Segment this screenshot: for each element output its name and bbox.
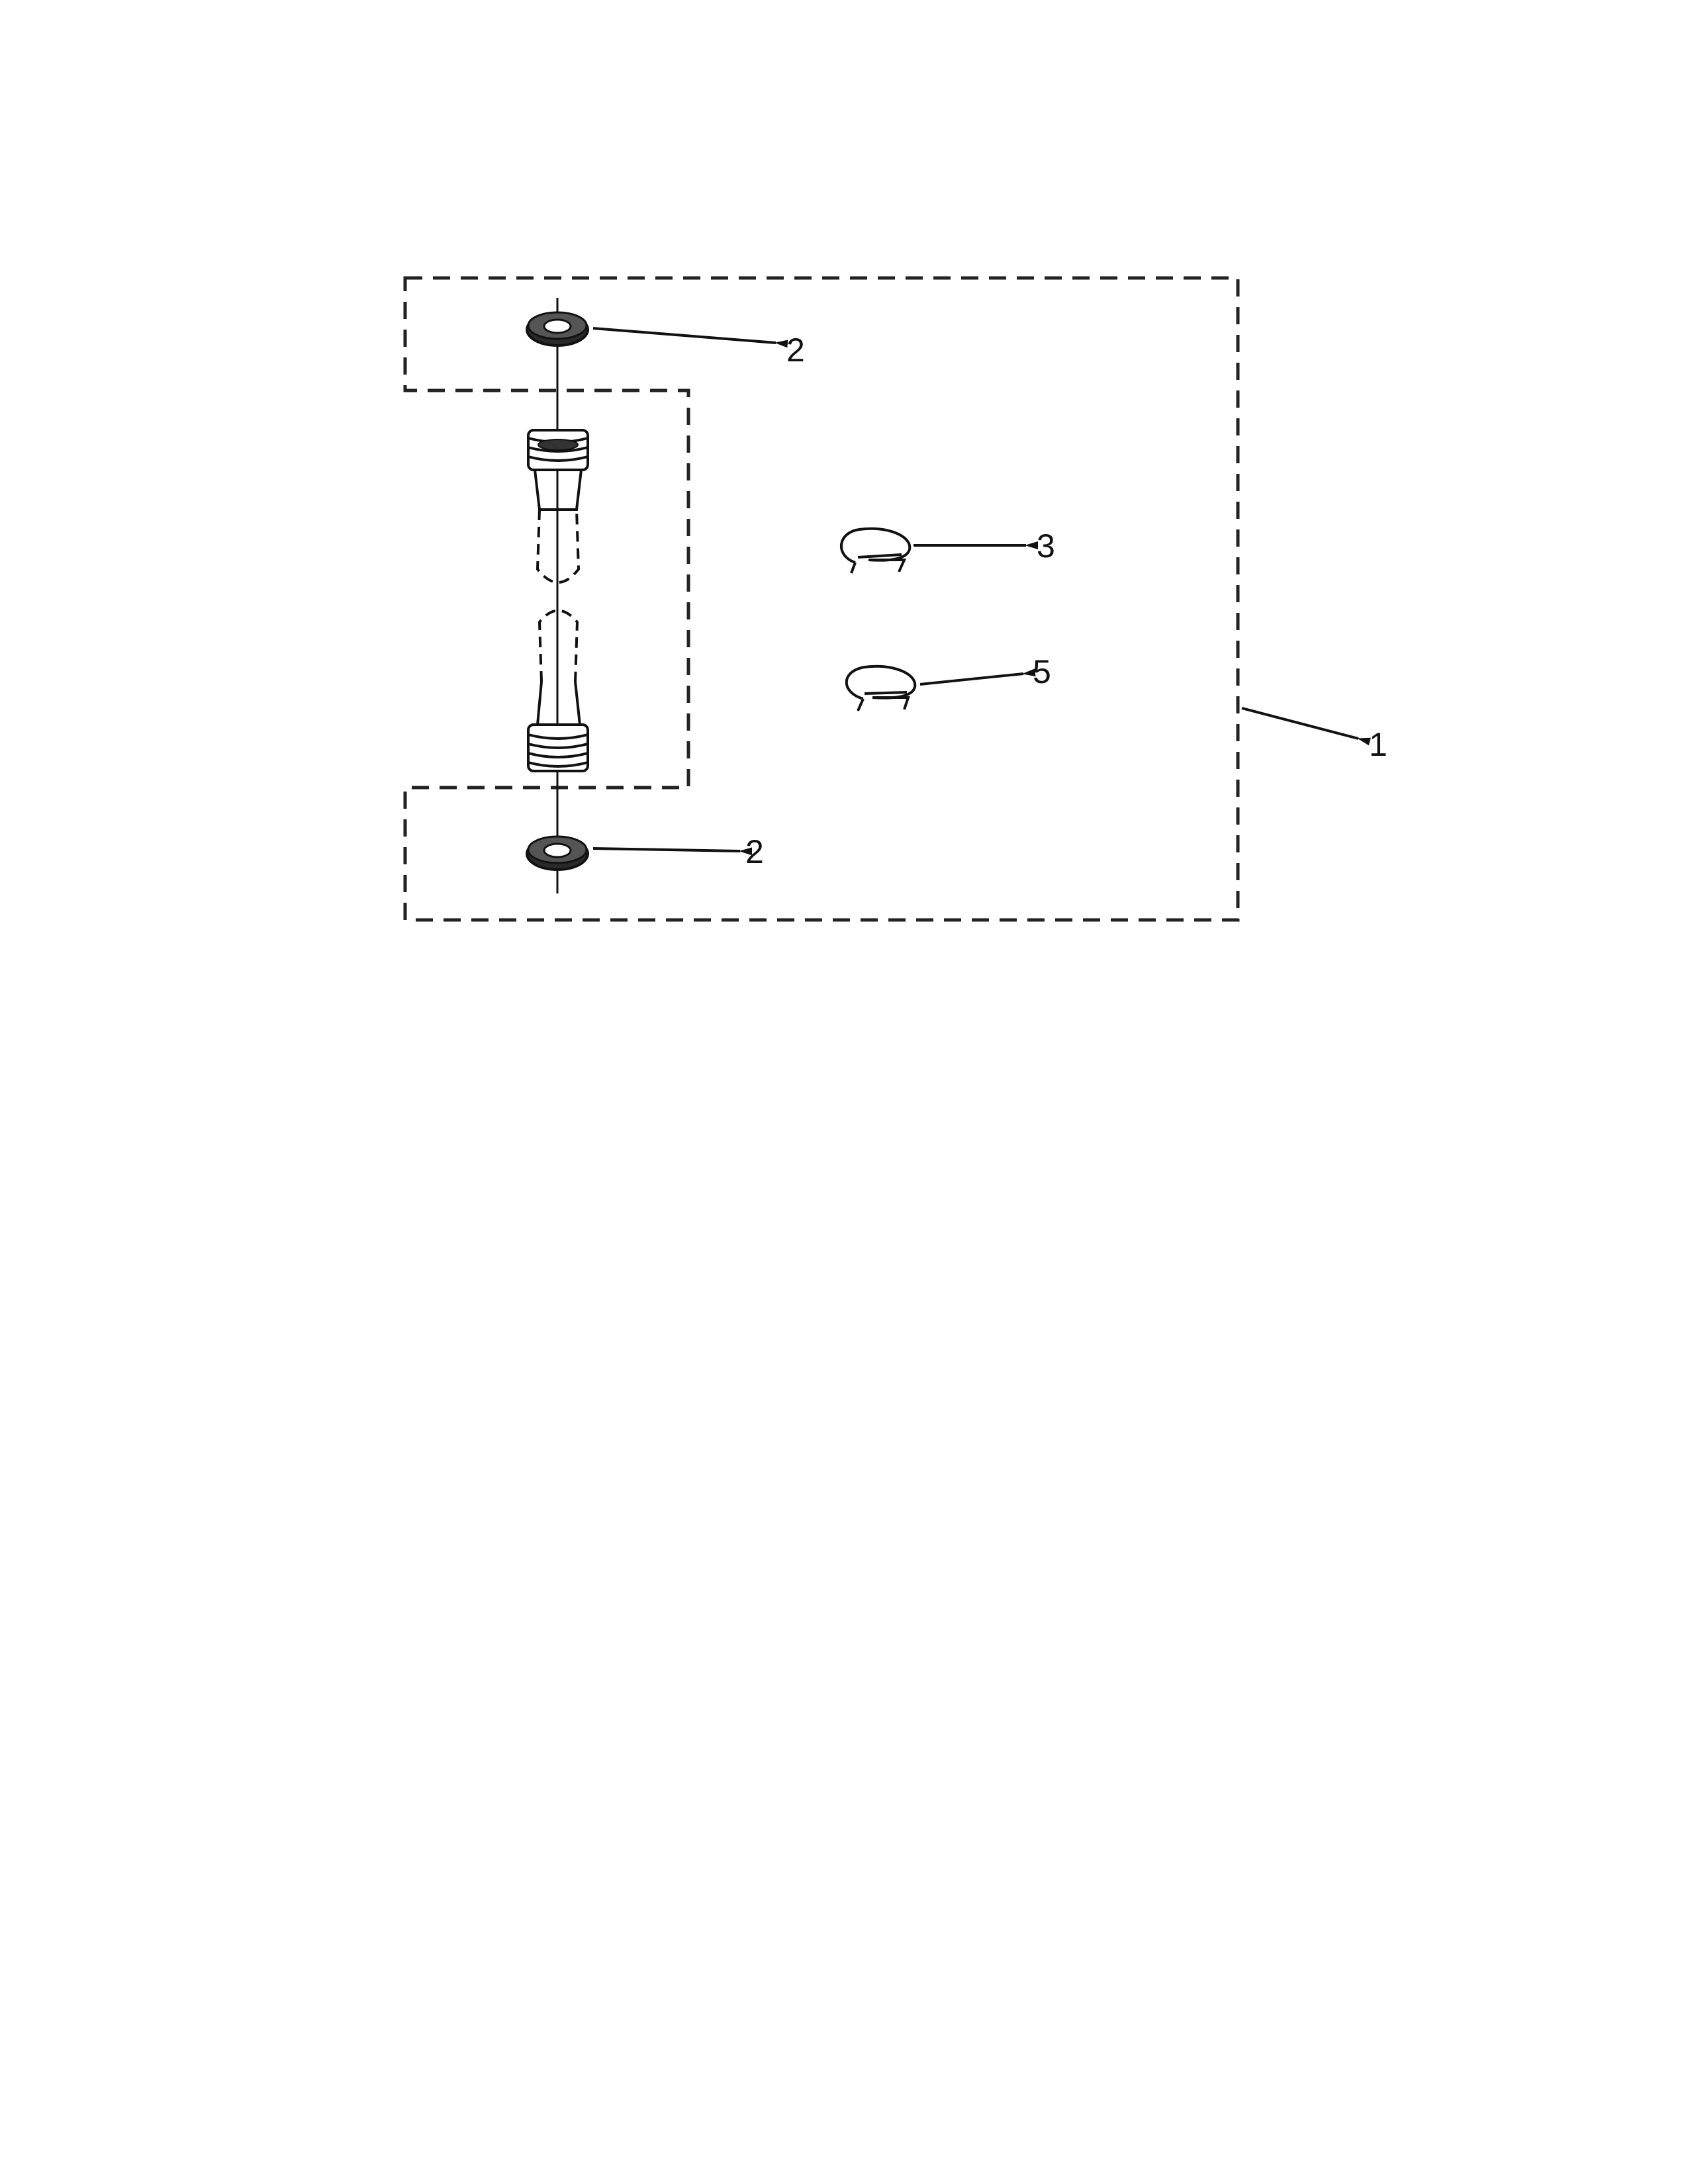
callout-label-3: 3	[1037, 527, 1055, 565]
clamp-icon	[839, 527, 912, 574]
clamp-icon	[845, 664, 917, 711]
callout-label-1: 1	[1369, 726, 1387, 763]
washer-icon	[526, 311, 589, 347]
washer-icon	[526, 835, 589, 871]
callout-label-2-bottom: 2	[745, 833, 764, 870]
arrow-icon	[1241, 707, 1371, 746]
hose-icon	[527, 609, 589, 772]
hose-icon	[527, 429, 589, 584]
kit-boundary-outline	[403, 276, 1240, 922]
callout-label-5: 5	[1033, 653, 1051, 690]
arrow-icon	[592, 847, 753, 856]
callout-label-2-top: 2	[786, 332, 805, 369]
arrow-icon	[919, 668, 1036, 686]
arrow-icon	[592, 327, 788, 348]
